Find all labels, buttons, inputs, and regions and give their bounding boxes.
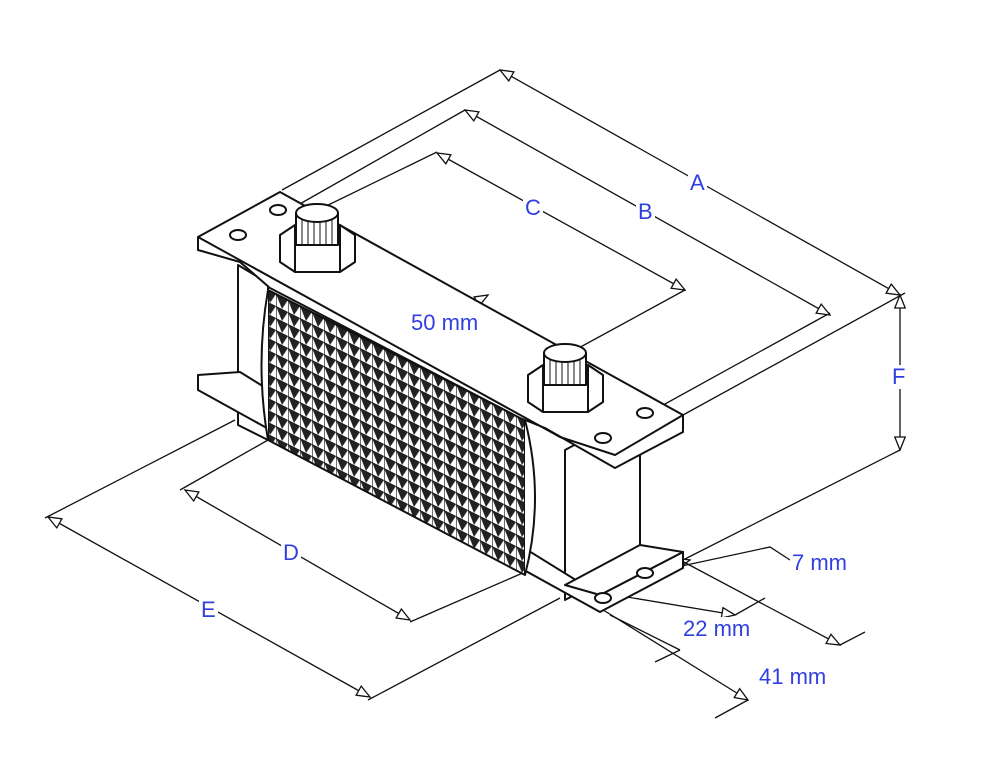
foot-depth-label: 41 mm	[757, 664, 829, 689]
dimension-c-lines	[317, 151, 685, 351]
dimension-e-label: E	[199, 597, 218, 622]
hole-offset-label: 22 mm	[681, 616, 753, 641]
dimension-f-label: F	[890, 364, 908, 389]
core-depth-label: 50 mm	[409, 310, 481, 335]
dimension-c-label: C	[523, 195, 543, 220]
fitting-left	[279, 203, 356, 273]
dimension-b-label: B	[636, 199, 655, 224]
dimension-d-label: D	[281, 540, 301, 565]
mounting-hole	[636, 567, 654, 579]
hole-diameter-label: 7 mm	[790, 550, 849, 575]
cooler-body	[197, 191, 684, 613]
fitting-right	[527, 343, 604, 413]
dimension-a-label: A	[688, 170, 707, 195]
